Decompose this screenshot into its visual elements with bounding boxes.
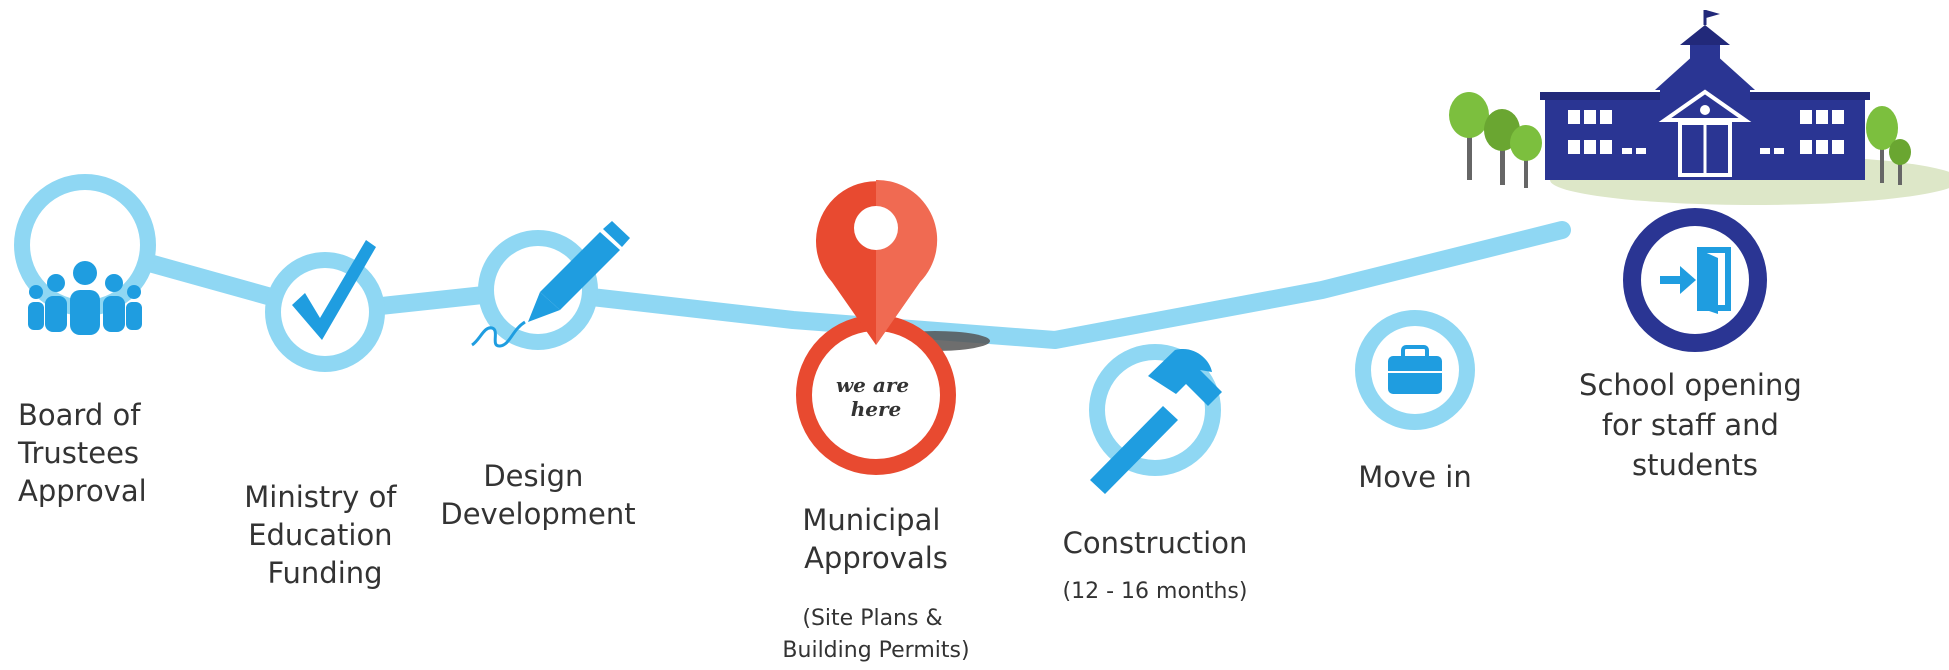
school-building-icon (1449, 10, 1949, 205)
hammer-icon (1090, 349, 1222, 494)
step-sublabel: (12 - 16 months) (1063, 579, 1248, 604)
pencil-icon (471, 221, 630, 348)
step-municipal-approvals: we are here Municipal Approvals (Site Pl… (782, 179, 990, 663)
step-marker (478, 230, 598, 350)
people-icon (28, 261, 142, 335)
step-move-in: Move in (1355, 310, 1475, 494)
step-construction: Construction (12 - 16 months) (1063, 344, 1248, 604)
step-label: School opening for staff and students (1579, 368, 1811, 482)
step-sublabel: (Site Plans & Building Permits) (782, 606, 969, 663)
step-label: Board of Trustees Approval (17, 398, 150, 508)
step-ministry-funding: Ministry of Education Funding (244, 240, 405, 590)
door-enter-icon (1660, 247, 1731, 314)
step-board-approval: Board of Trustees Approval (14, 174, 156, 508)
step-label: Move in (1358, 460, 1471, 494)
step-school-opening: School opening for staff and students (1579, 208, 1811, 482)
suitcase-icon (1388, 345, 1442, 394)
step-label: Ministry of Education Funding (244, 480, 405, 590)
step-label: Design Development (440, 459, 635, 531)
step-design-development: Design Development (440, 221, 636, 531)
we-are-here-badge: we are here (836, 373, 916, 421)
step-label: Construction (1063, 526, 1248, 560)
checkmark-icon (292, 240, 376, 340)
map-pin-icon (816, 179, 938, 345)
step-label: Municipal Approvals (802, 503, 949, 575)
